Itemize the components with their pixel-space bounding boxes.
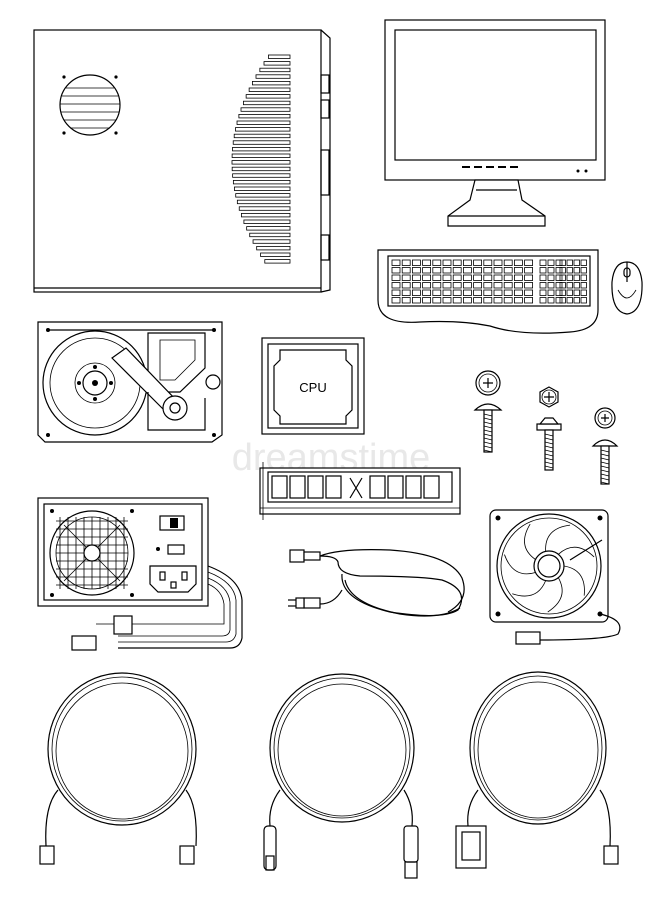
keyboard-icon [377,249,599,334]
monitor-icon [384,19,606,227]
cpu-icon: CPU [261,337,365,435]
power-cable-icon [288,549,465,617]
mouse-icon [611,261,643,315]
screws-icon [473,370,619,485]
network-cable-icon [39,672,197,865]
tower-case-icon [33,29,331,293]
vga-cable-icon [455,671,619,869]
power-supply-icon [37,497,243,651]
hard-drive-icon [37,321,223,443]
cpu-label: CPU [299,380,326,395]
case-fan-icon [489,509,621,645]
usb-cable-icon [263,673,419,879]
ram-module-icon [259,462,461,520]
